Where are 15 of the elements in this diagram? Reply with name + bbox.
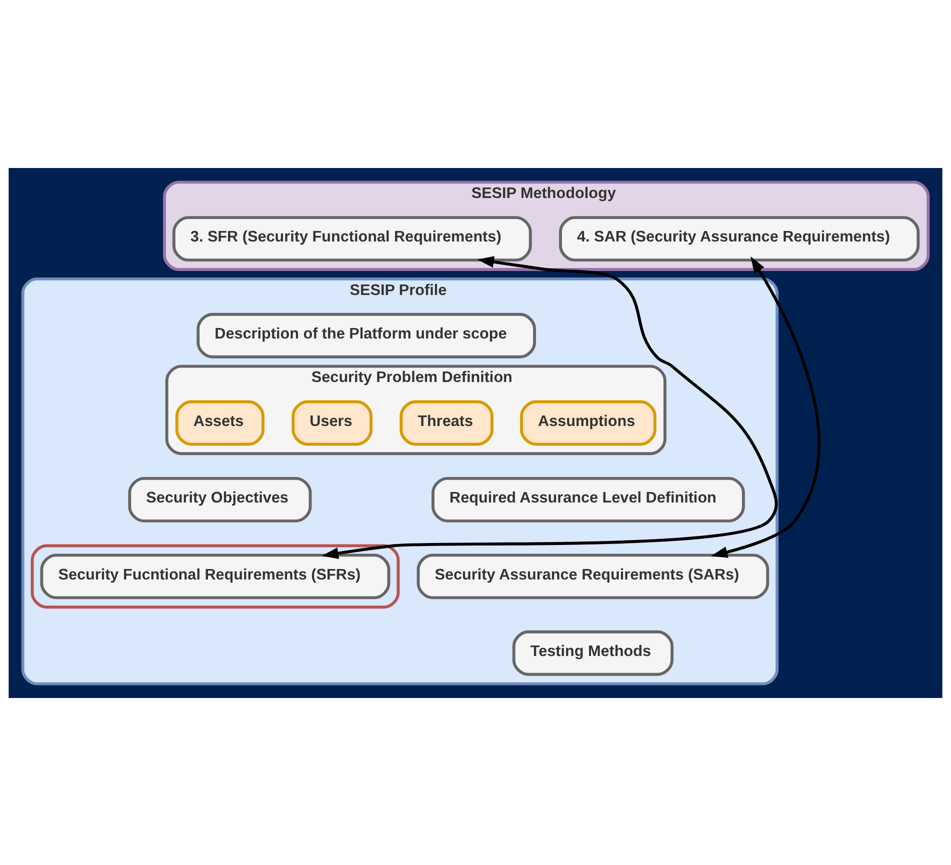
node-box: Testing Methods (512, 630, 674, 676)
arrow (322, 256, 778, 558)
cluster (30, 544, 400, 608)
node-box: Assets (175, 400, 264, 446)
node-box: Security Assurance Requirements (SARs) (416, 553, 770, 599)
node-box: Required Assurance Level Definition (432, 476, 745, 522)
node-box: Assumptions (520, 400, 656, 446)
node-box: 3. SFR (Security Functional Requirements) (172, 216, 532, 262)
node-box: Threats (400, 400, 494, 446)
node-box: Security Objectives (128, 476, 312, 522)
node-box: Security Fucntional Requirements (SFRs) (40, 553, 390, 599)
node-box: Description of the Platform under scope (196, 312, 536, 358)
node-box: 4. SAR (Security Assurance Requirements) (559, 216, 920, 262)
arrow (710, 256, 820, 558)
node-box: Users (292, 400, 373, 446)
